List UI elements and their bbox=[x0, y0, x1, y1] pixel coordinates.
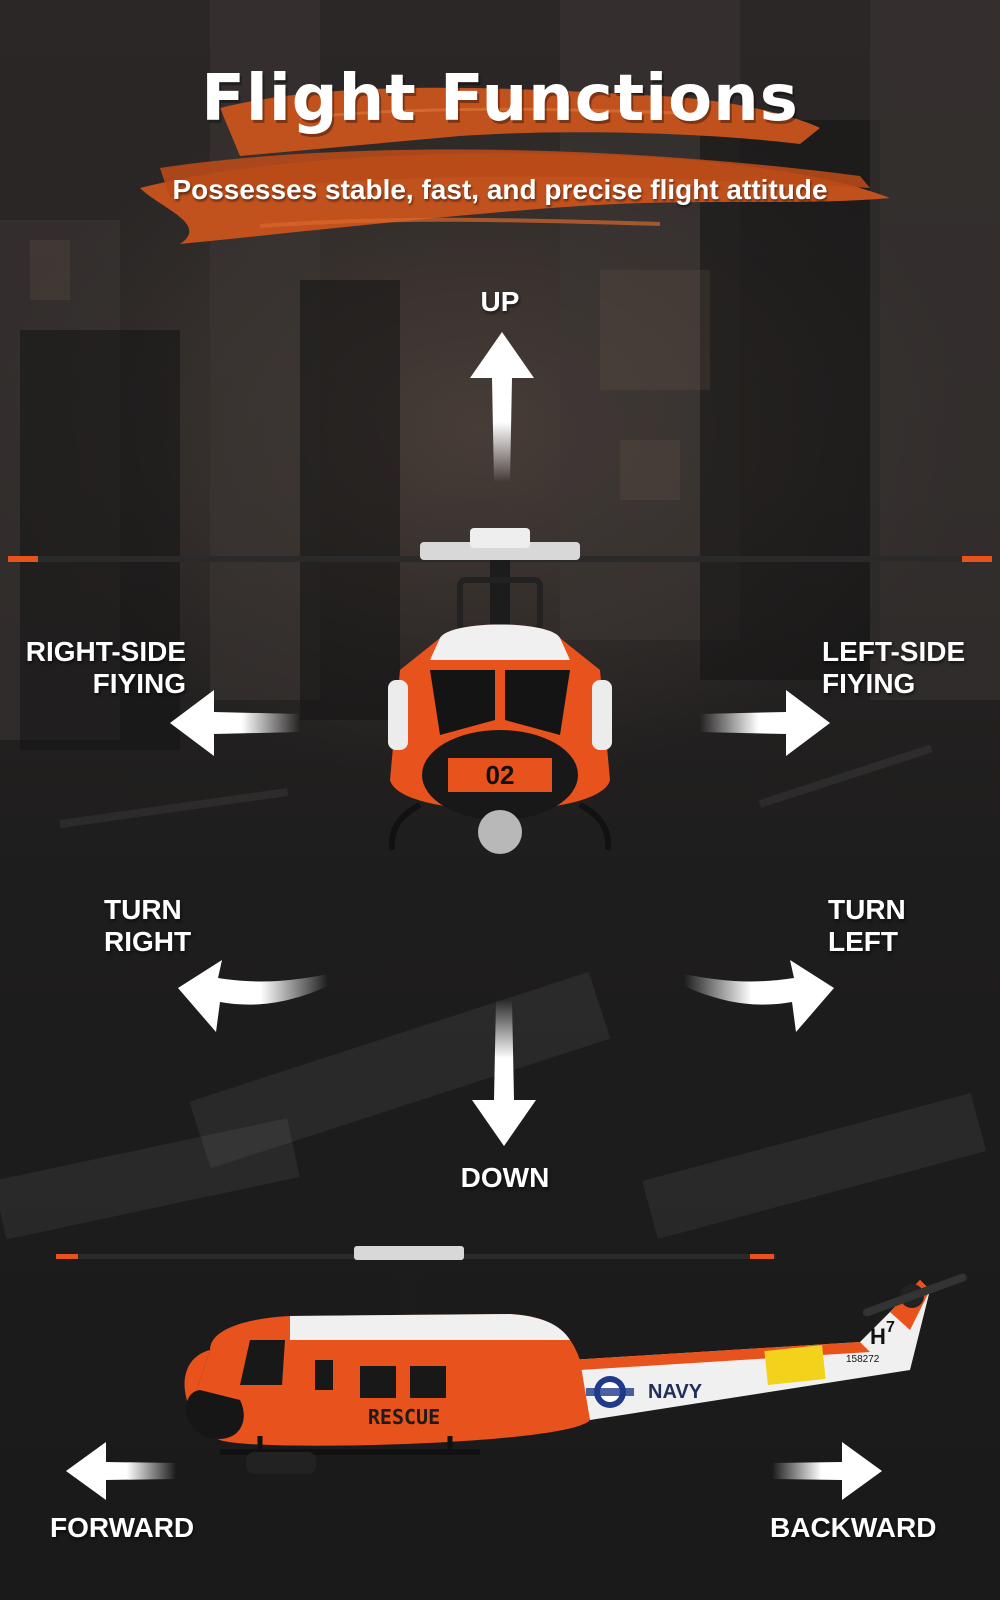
helicopter-number: 02 bbox=[486, 760, 515, 790]
label-turn-left: TURN LEFT bbox=[828, 894, 906, 957]
label-turn-right: TURN RIGHT bbox=[104, 894, 192, 957]
forward-arrow-icon bbox=[66, 1442, 176, 1500]
right-arrow-icon bbox=[700, 690, 830, 756]
left-arrow-icon bbox=[170, 690, 300, 756]
window bbox=[30, 240, 70, 300]
down-arrow-icon bbox=[472, 1000, 536, 1146]
tail-digit: 7 bbox=[886, 1319, 895, 1336]
label-forward: FORWARD bbox=[50, 1512, 195, 1543]
road-marking bbox=[642, 1093, 987, 1239]
road-marking bbox=[0, 1118, 300, 1240]
label-right-side-flying: RIGHT-SIDE FIYING bbox=[25, 636, 186, 699]
label-down: DOWN bbox=[460, 1162, 550, 1193]
tail-serial: 158272 bbox=[846, 1354, 880, 1365]
helicopter-front-view: 02 bbox=[8, 528, 992, 854]
navy-text: NAVY bbox=[648, 1381, 703, 1403]
building bbox=[20, 330, 180, 750]
tail-code: H bbox=[870, 1324, 886, 1349]
label-up: UP bbox=[480, 286, 520, 317]
page-title: Flight Functions bbox=[201, 62, 799, 136]
window bbox=[620, 440, 680, 500]
building bbox=[300, 280, 400, 720]
building bbox=[700, 120, 880, 680]
page-subtitle: Possesses stable, fast, and precise flig… bbox=[172, 174, 828, 205]
brush-stroke bbox=[140, 87, 890, 244]
turn-right-arrow-icon bbox=[178, 960, 328, 1032]
window bbox=[600, 270, 710, 390]
turn-left-arrow-icon bbox=[684, 960, 834, 1032]
up-arrow-icon bbox=[470, 332, 534, 482]
label-left-side-flying: LEFT-SIDE FIYING bbox=[822, 636, 966, 699]
helicopter-side-view: H 7 158272 NAVY RESCUE bbox=[56, 1246, 967, 1474]
backward-arrow-icon bbox=[772, 1442, 882, 1500]
label-backward: BACKWARD bbox=[770, 1512, 937, 1543]
building bbox=[870, 0, 1000, 700]
rescue-text: RESCUE bbox=[368, 1405, 440, 1429]
